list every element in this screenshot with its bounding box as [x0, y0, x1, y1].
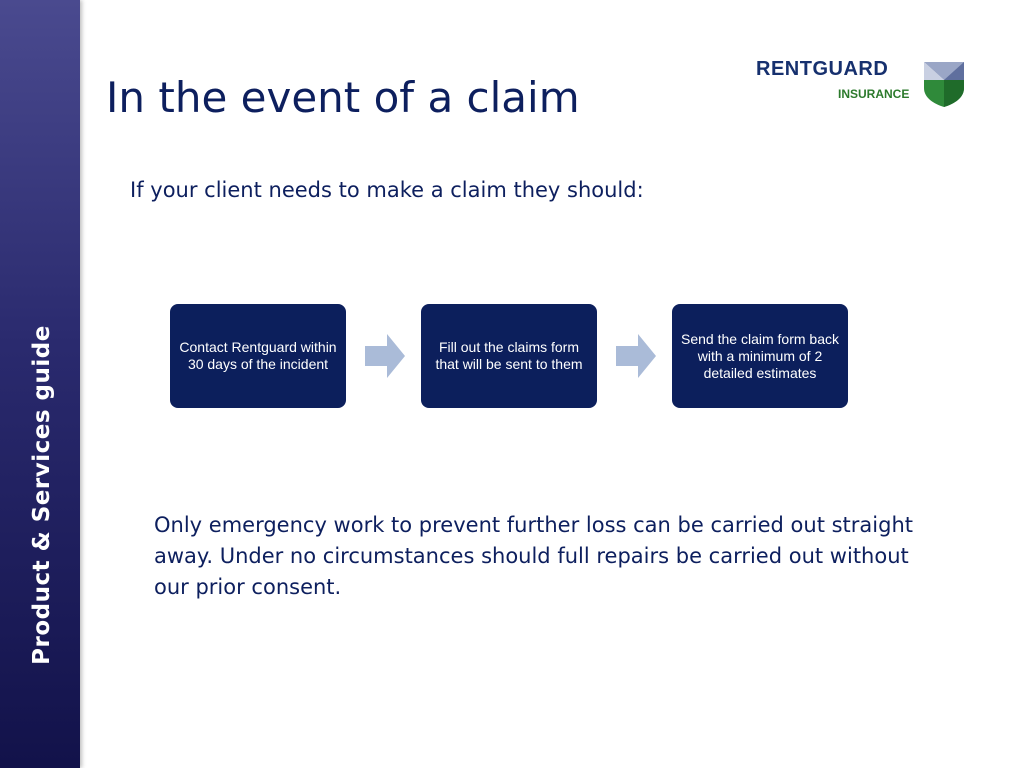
chevron-right-arrow-icon: [365, 334, 405, 378]
step-text: Send the claim form back with a minimum …: [681, 330, 839, 381]
chevron-right-arrow-icon: [616, 334, 656, 378]
page-title: In the event of a claim: [106, 73, 580, 122]
logo-name: RENTGUARD: [756, 58, 889, 80]
sidebar-label: Product & Services guide: [29, 325, 55, 665]
rentguard-logo: RENTGUARD INSURANCE: [754, 56, 966, 112]
sidebar: Product & Services guide: [0, 0, 80, 768]
logo-sub: INSURANCE: [838, 87, 910, 101]
subtitle: If your client needs to make a claim the…: [130, 178, 644, 202]
step-text: Contact Rentguard within 30 days of the …: [179, 339, 337, 372]
step-box-1: Contact Rentguard within 30 days of the …: [170, 304, 346, 408]
step-box-2: Fill out the claims form that will be se…: [421, 304, 597, 408]
step-text: Fill out the claims form that will be se…: [435, 339, 583, 372]
note-paragraph: Only emergency work to prevent further l…: [154, 513, 913, 599]
shield-logo-icon: [924, 62, 964, 107]
step-box-3: Send the claim form back with a minimum …: [672, 304, 848, 408]
